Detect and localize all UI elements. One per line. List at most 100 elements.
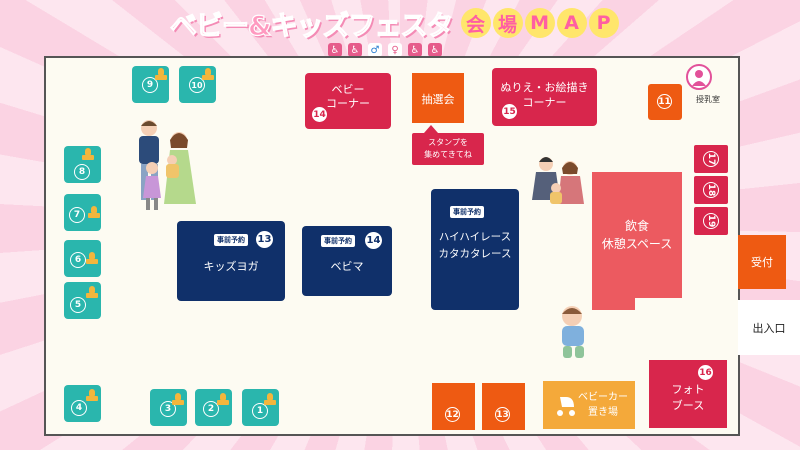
title-badge: 場: [492, 8, 523, 38]
stroller-label: ベビーカー 置き場: [571, 390, 635, 420]
food-rest-area[interactable]: 飲食 休憩スペース: [592, 172, 682, 310]
baby-corner[interactable]: ベビー コーナー 14: [305, 73, 391, 129]
baby-changing-icon: ♿: [428, 43, 442, 57]
baby-changing-icon: ♿: [328, 43, 342, 57]
booth-number: 13: [495, 407, 510, 422]
lottery-note-line2: 集めてきてね: [424, 150, 472, 159]
booth-number: 4: [71, 400, 87, 416]
booth-number: 16: [698, 365, 713, 380]
photo-label-line2: ブース: [671, 399, 705, 412]
booth-number: 19: [703, 213, 719, 229]
reservation-badge: 事前予約: [214, 234, 248, 246]
food-label-line2: 休憩スペース: [601, 237, 673, 251]
booth-number: 2: [203, 401, 219, 417]
stamp-booth-5[interactable]: 5: [64, 282, 101, 319]
male-icon: ♂: [368, 43, 382, 57]
family-illustration: [139, 120, 196, 210]
coloring-corner[interactable]: ぬりえ・お絵描き コーナー 15: [492, 68, 597, 126]
baby-corner-label-line1: ベビー: [331, 83, 365, 96]
entrance-label: 出入口: [752, 322, 786, 335]
booth-number: 8: [74, 164, 90, 180]
booth-number: 9: [142, 77, 158, 93]
title-badge: M: [524, 8, 555, 38]
lottery-note-text: スタンプを 集めてきてね: [412, 137, 484, 161]
crawl-race-label-line1: ハイハイレース: [438, 231, 512, 243]
booth-19[interactable]: 19: [694, 207, 728, 235]
reservation-badge: 事前予約: [321, 235, 355, 247]
crawl-race-label: ハイハイレース カタカタレース: [431, 229, 519, 263]
photo-booth-label: フォト ブース: [649, 382, 727, 414]
female-icon: ♀: [388, 43, 402, 57]
booth-number: 17: [703, 151, 719, 167]
booth-number: 18: [703, 182, 719, 198]
booth-number: 6: [70, 252, 86, 268]
stamp-icon: [88, 206, 100, 220]
stamp-booth-10[interactable]: 10: [179, 66, 216, 103]
photo-label-line1: フォト: [671, 383, 705, 396]
stamp-booth-7[interactable]: 7: [64, 194, 101, 231]
callout-pointer: [424, 125, 438, 133]
booth-18[interactable]: 18: [694, 176, 728, 204]
map-title-badges: 会 場 M A P: [460, 8, 619, 38]
baby-corner-label-line2: コーナー: [326, 97, 370, 110]
stroller-icon: [550, 391, 578, 419]
stamp-icon: [264, 393, 276, 407]
booth-17[interactable]: 17: [694, 145, 728, 173]
stamp-icon: [86, 252, 98, 266]
wheelchair-icon: ♿: [408, 43, 422, 57]
restroom-icons: ♿ ♿ ♂ ♀ ♿ ♿: [328, 43, 442, 57]
stroller-parking[interactable]: ベビーカー 置き場: [543, 381, 635, 429]
entrance[interactable]: 出入口: [738, 300, 800, 355]
stamp-icon: [82, 148, 94, 162]
family-sitting-illustration: [532, 157, 584, 204]
stamp-icon: [86, 286, 98, 300]
booth-13[interactable]: 13: [482, 383, 525, 430]
booth-11[interactable]: 11: [648, 84, 682, 120]
stamp-icon: [172, 393, 184, 407]
stamp-booth-8[interactable]: 8: [64, 146, 101, 183]
booth-number: 5: [70, 297, 86, 313]
nursing-room-icon: [686, 64, 712, 90]
booth-12[interactable]: 12: [432, 383, 475, 430]
lottery-note-line1: スタンプを: [428, 138, 468, 147]
stroller-label-line2: 置き場: [588, 407, 618, 418]
lottery-note: スタンプを 集めてきてね: [412, 133, 484, 165]
stamp-booth-2[interactable]: 2: [195, 389, 232, 426]
stamp-booth-3[interactable]: 3: [150, 389, 187, 426]
booth-number: 13: [256, 231, 273, 248]
lottery-booth[interactable]: 抽選会: [412, 73, 464, 123]
title-badge: A: [556, 8, 587, 38]
booth-number: 12: [445, 407, 460, 422]
booth-number: 14: [365, 232, 382, 249]
reception-label: 受付: [751, 256, 773, 269]
baby-massage-label: ベビマ: [330, 260, 364, 273]
photo-booth[interactable]: 16 フォト ブース: [649, 360, 727, 428]
stamp-booth-6[interactable]: 6: [64, 240, 101, 277]
stamp-icon: [202, 68, 214, 82]
food-area-notch: [635, 298, 682, 312]
booth-number: 14: [312, 107, 327, 122]
stamp-booth-1[interactable]: 1: [242, 389, 279, 426]
title-badge: 会: [460, 8, 491, 38]
stamp-icon: [86, 389, 98, 403]
booth-number: 15: [502, 104, 517, 119]
booth-number: 3: [160, 401, 176, 417]
crawl-race-area[interactable]: 事前予約 ハイハイレース カタカタレース: [431, 189, 519, 310]
kids-yoga-area[interactable]: 事前予約 13 キッズヨガ: [177, 221, 285, 301]
booth-number: 1: [252, 403, 268, 419]
coloring-corner-label: ぬりえ・お絵描き コーナー: [492, 80, 597, 110]
reception[interactable]: 受付: [738, 235, 786, 289]
page-title: ベビー&キッズフェスタ 会 場 M A P: [169, 4, 619, 42]
baby-massage-area[interactable]: 事前予約 14 ベビマ: [302, 226, 392, 296]
food-rest-label: 飲食 休憩スペース: [592, 217, 682, 253]
reservation-badge: 事前予約: [450, 206, 484, 218]
event-title: ベビー&キッズフェスタ: [169, 10, 454, 42]
wheelchair-icon: ♿: [348, 43, 362, 57]
stamp-booth-9[interactable]: 9: [132, 66, 169, 103]
stamp-booth-4[interactable]: 4: [64, 385, 101, 422]
stroller-label-line1: ベビーカー: [578, 392, 628, 403]
stamp-icon: [217, 393, 229, 407]
nursing-room-label: 授乳室: [696, 95, 720, 104]
crawl-race-label-line2: カタカタレース: [438, 248, 512, 260]
title-badge: P: [588, 8, 619, 38]
